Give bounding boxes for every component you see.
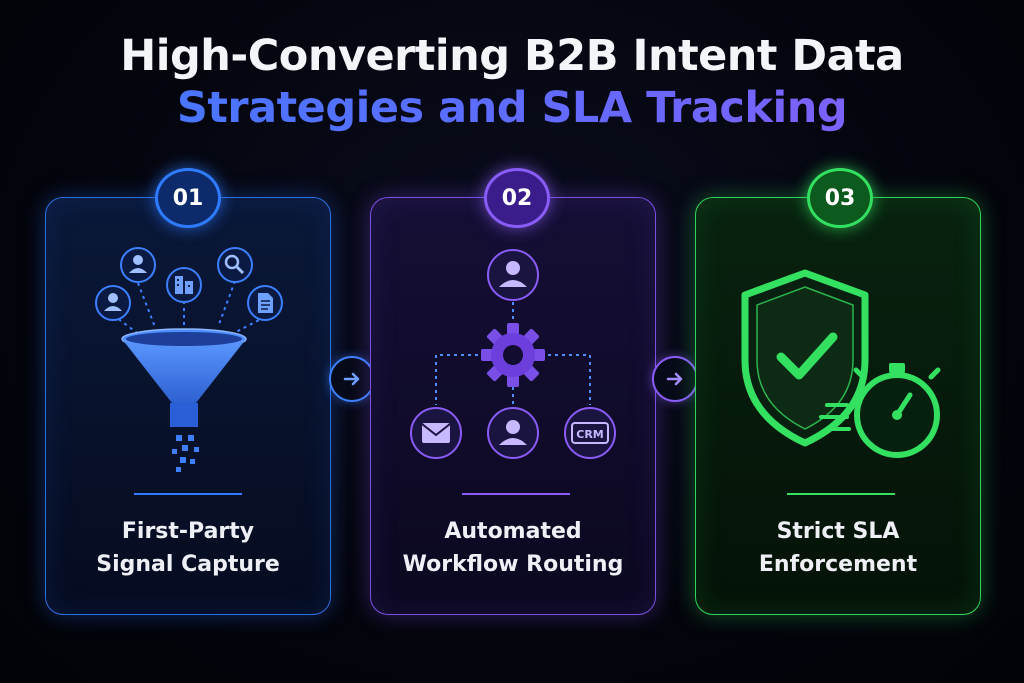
- user-icon: [487, 249, 539, 301]
- title-line-1: High-Converting B2B Intent Data: [120, 31, 904, 81]
- sla-enforcement-illustration: [741, 269, 941, 458]
- step-divider-1: [134, 493, 242, 495]
- user-icon: [487, 407, 539, 459]
- user-icon: [95, 285, 131, 321]
- user-icon: [120, 247, 156, 283]
- workflow-routing-illustration: CRM: [410, 249, 616, 459]
- page-title: High-Converting B2B Intent Data Strategi…: [0, 30, 1024, 134]
- step-label-2: Automated Workflow Routing: [402, 519, 624, 577]
- step-divider-2: [462, 493, 570, 495]
- step-number-badge-2: 02: [484, 168, 550, 228]
- crm-icon: CRM: [564, 407, 616, 459]
- stopwatch-icon: [819, 363, 941, 458]
- building-icon: [166, 267, 202, 303]
- search-icon: [217, 247, 253, 283]
- step-label-1: First-Party Signal Capture: [96, 519, 280, 577]
- mail-icon: [410, 407, 462, 459]
- step-label-3: Strict SLA Enforcement: [758, 519, 918, 577]
- step-divider-3: [787, 493, 895, 495]
- next-arrow-icon: [652, 356, 698, 402]
- step-number-badge-1: 01: [155, 168, 221, 228]
- title-line-2: Strategies and SLA Tracking: [0, 82, 1024, 134]
- gear-icon: [481, 323, 545, 387]
- shield-check-icon: [741, 269, 869, 447]
- step-number-badge-3: 03: [807, 168, 873, 228]
- signal-capture-illustration: [95, 247, 283, 472]
- document-icon: [247, 285, 283, 321]
- svg-text:CRM: CRM: [576, 428, 604, 441]
- next-arrow-icon: [329, 356, 375, 402]
- funnel-icon: [121, 328, 247, 427]
